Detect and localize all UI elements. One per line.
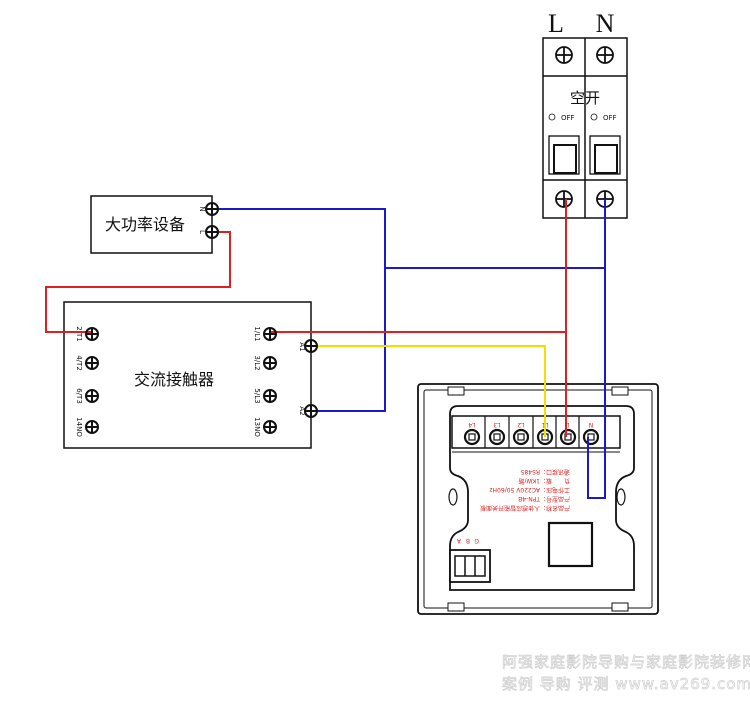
high-power-device: 大功率设备 N L	[90, 195, 213, 254]
switch-terminal-label: L	[566, 421, 570, 428]
spec-line: 工作电压：AC220V 50/60Hz	[489, 486, 570, 494]
contactor-terminal-label: 6/T3	[75, 388, 83, 404]
device-terminal-l-screw-icon[interactable]	[205, 225, 219, 239]
contactor-left-screw-icon[interactable]	[85, 327, 99, 341]
device-terminal-n-screw-icon[interactable]	[205, 202, 219, 216]
coil-terminal-a2-label: A2	[298, 406, 306, 415]
device-body	[90, 195, 213, 254]
bus-terminal-g-label: G	[474, 537, 479, 544]
circuit-breaker: L N 空开 OFF OFF	[542, 9, 628, 219]
device-terminal-l-label: L	[198, 230, 206, 234]
wires	[45, 199, 606, 499]
contactor-left-screw-icon[interactable]	[85, 420, 99, 434]
contactor-terminal-label: 5/L3	[253, 388, 261, 403]
contactor-label: 交流接触器	[134, 370, 214, 389]
coil-terminal-a1-label: A1	[298, 342, 306, 351]
spec-label: 产品名称：人体感应智能开关面板 产品型号：TPN-4B 工作电压：AC220V …	[480, 468, 570, 512]
bus-terminal-b-label: B	[466, 537, 470, 544]
device-terminal-n-label: N	[198, 206, 206, 211]
contactor-left-screw-icon[interactable]	[85, 356, 99, 370]
sensor-module	[547, 521, 594, 568]
breaker-pole-label-n: N	[596, 9, 615, 38]
contactor-terminal-label: 3/L2	[253, 355, 261, 370]
contactor-terminal-label: 14NO	[75, 417, 83, 437]
coil-a1-screw-icon[interactable]	[304, 339, 318, 353]
breaker-off-label-n: OFF	[603, 114, 617, 122]
neutral-wire-switch	[587, 199, 606, 499]
switch-terminal-screw[interactable]	[488, 428, 506, 446]
neutral-wire-device-coil	[212, 208, 386, 412]
contactor-terminal-label: 1/L1	[253, 326, 261, 341]
device-label: 大功率设备	[105, 215, 185, 234]
breaker-toggle-l[interactable]	[548, 135, 580, 175]
switch-terminal-label: L2	[517, 421, 524, 428]
rs485-connector[interactable]	[449, 549, 491, 583]
switch-terminal-label: L3	[493, 421, 500, 428]
switch-terminal-screw[interactable]	[512, 428, 530, 446]
contactor-right-screw-icon[interactable]	[263, 356, 277, 370]
switch-terminal-screw[interactable]	[559, 428, 577, 446]
screw-icon	[555, 190, 573, 208]
contactor-right-screw-icon[interactable]	[263, 420, 277, 434]
screw-icon	[555, 46, 573, 64]
breaker-off-label-l: OFF	[561, 114, 575, 122]
contactor-terminal-label: 2/T1	[75, 326, 83, 342]
spec-line: 产品名称：人体感应智能开关面板	[480, 504, 570, 512]
coil-a2-screw-icon[interactable]	[304, 404, 318, 418]
contactor-terminal-label: 4/T2	[75, 355, 83, 371]
spec-line: 通讯接口：RS485	[520, 468, 570, 476]
switch-terminal-label: N	[589, 421, 594, 428]
contactor-terminal-label: 13NO	[253, 417, 261, 437]
spec-line: 负 载：1KW/路	[519, 477, 571, 485]
watermark-line-1: 阿强家庭影院导购与家庭影院装修网	[502, 653, 750, 671]
breaker-toggle-n[interactable]	[589, 135, 621, 175]
contactor-right-screw-icon[interactable]	[263, 389, 277, 403]
breaker-label: 空开	[570, 89, 600, 107]
contactor-right-screw-icon[interactable]	[263, 327, 277, 341]
spec-line: 产品型号：TPN-4B	[518, 495, 570, 503]
screw-icon	[596, 46, 614, 64]
switch-terminal-screw[interactable]	[582, 428, 600, 446]
watermark-line-2: 案例 导购 评测 www.av269.com	[502, 675, 750, 693]
live-wire-load	[45, 231, 231, 333]
contactor-left-screw-icon[interactable]	[85, 389, 99, 403]
switch-terminal-screw[interactable]	[463, 428, 481, 446]
bus-terminal-a-label: A	[456, 537, 461, 544]
switch-terminal-label: L4	[468, 421, 475, 428]
control-wire-coil	[311, 345, 546, 437]
breaker-pole-label-l: L	[548, 9, 564, 38]
